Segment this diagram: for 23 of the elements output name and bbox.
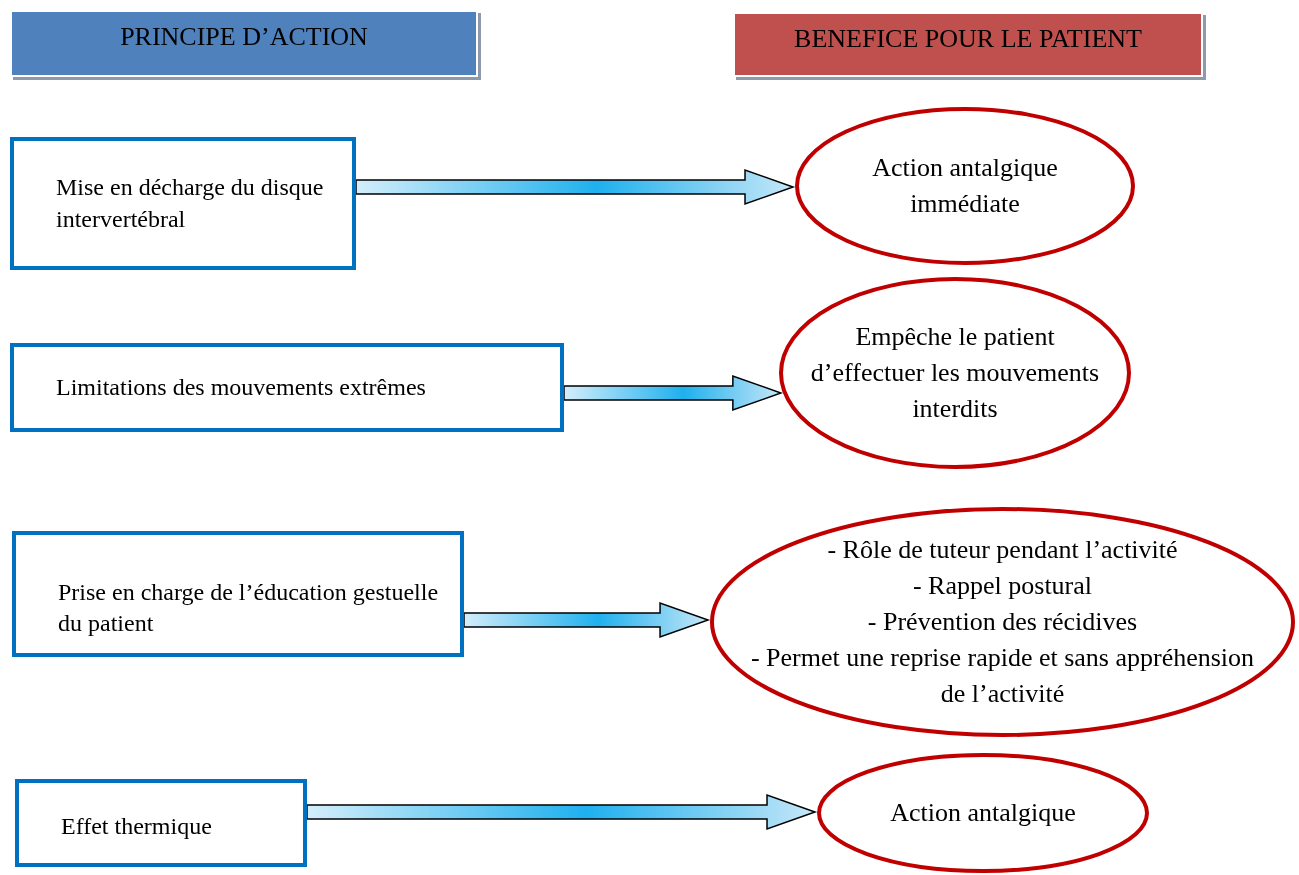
block-arrow bbox=[355, 168, 796, 206]
block-arrow bbox=[306, 793, 818, 831]
benefit-text: Action antalgique immédiate bbox=[871, 152, 1059, 220]
benefit-text: - Rôle de tuteur pendant l’activité bbox=[827, 534, 1178, 567]
principle-text: Effet thermique bbox=[61, 812, 212, 842]
principle-text: Limitations des mouvements extrêmes bbox=[56, 372, 426, 402]
benefit-text: - Rappel postural bbox=[912, 570, 1093, 603]
benefit-text: Empêche le patient d’effectuer les mouvements interdits bbox=[809, 321, 1101, 425]
header-bar bbox=[10, 10, 478, 77]
header-bar bbox=[733, 12, 1203, 77]
principle-box bbox=[10, 343, 564, 432]
block-arrow bbox=[463, 601, 711, 639]
principle-text: Mise en décharge du disque intervertébral bbox=[56, 173, 325, 234]
benefit-text: Action antalgique bbox=[890, 797, 1076, 830]
benefit-text: - Permet une reprise rapide et sans appréhension de l’activité bbox=[749, 641, 1256, 710]
benefit-text: - Prévention des récidives bbox=[867, 606, 1138, 639]
principle-box bbox=[10, 137, 356, 270]
principle-text: Prise en charge de l’éducation gestuelle du patient bbox=[58, 577, 440, 638]
header-title: PRINCIPE D’ACTION bbox=[120, 22, 368, 52]
block-arrow bbox=[563, 374, 784, 412]
principle-box bbox=[15, 779, 307, 867]
header-title: BENEFICE POUR LE PATIENT bbox=[794, 24, 1142, 54]
principle-box bbox=[12, 531, 464, 657]
